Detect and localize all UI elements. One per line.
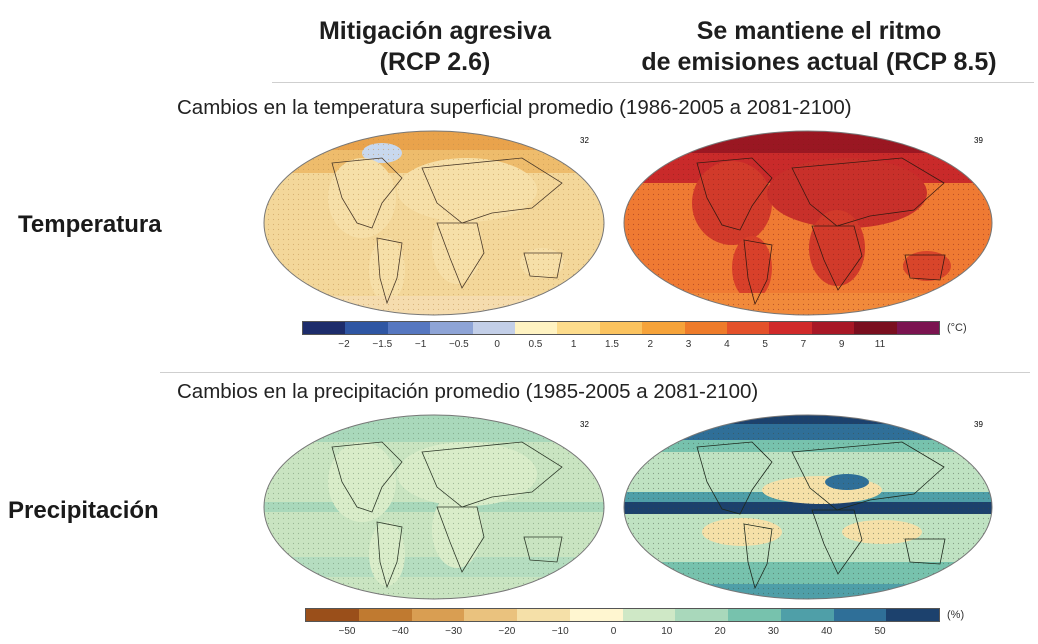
temperature-scale-swatch xyxy=(345,322,388,334)
temperature-scale-swatch xyxy=(387,322,431,334)
precipitation-scale-swatch xyxy=(886,609,939,621)
temperature-color-scale xyxy=(302,321,940,335)
temperature-scale-tick-label: 4 xyxy=(724,339,730,350)
precipitation-scale-swatch xyxy=(569,609,623,621)
precipitation-scale-swatch xyxy=(517,609,570,621)
temperature-scale-unit: (°C) xyxy=(947,322,967,334)
precipitation-scale-swatch xyxy=(675,609,728,621)
row-label-temperature: Temperatura xyxy=(18,211,162,238)
section-divider xyxy=(160,372,1030,373)
precipitation-scale-tick-label: 40 xyxy=(821,626,833,637)
column-title-rcp26-line2: (RCP 2.6) xyxy=(379,48,491,76)
precipitation-scale-swatch xyxy=(306,609,359,621)
precipitation-scale-tick-label: −10 xyxy=(551,626,569,637)
precipitation-map-rcp26-number: 32 xyxy=(580,420,589,429)
temperature-scale-swatch xyxy=(642,322,685,334)
precipitation-scale-tick-label: 20 xyxy=(714,626,726,637)
precipitation-scale-tick-label: 0 xyxy=(610,626,617,637)
precipitation-scale-tick-label: −50 xyxy=(338,626,356,637)
header-divider xyxy=(272,82,1034,83)
temperature-section-title: Cambios en la temperatura superficial pr… xyxy=(177,96,852,119)
precipitation-scale-tick-label: 10 xyxy=(661,626,673,637)
temperature-scale-swatch xyxy=(472,322,516,334)
temperature-scale-tick-label: 11 xyxy=(874,339,886,350)
temperature-scale-tick-label: 5 xyxy=(762,339,768,350)
precipitation-scale-swatch xyxy=(780,609,834,621)
precipitation-scale-tick-label: −20 xyxy=(498,626,516,637)
column-title-rcp85-line1: Se mantiene el ritmo xyxy=(696,17,942,45)
temperature-scale-tick-label: −1.5 xyxy=(372,339,393,350)
precipitation-scale-swatch xyxy=(411,609,465,621)
precipitation-section-title: Cambios en la precipitación promedio (19… xyxy=(177,380,759,403)
precipitation-scale-swatch xyxy=(622,609,676,621)
temperature-scale-swatch xyxy=(769,322,812,334)
precipitation-scale-tick-label: 50 xyxy=(874,626,886,637)
precipitation-map-rcp26: 32 xyxy=(263,414,605,600)
precipitation-scale-tick-label: −30 xyxy=(445,626,463,637)
temperature-scale-tick-label: 7 xyxy=(800,339,807,350)
temperature-scale-swatch xyxy=(811,322,855,334)
temperature-map-rcp26: 32 xyxy=(263,130,605,316)
precipitation-map-rcp85-number: 39 xyxy=(974,420,983,429)
temperature-scale-tick-label: −0.5 xyxy=(448,339,469,350)
column-title-rcp85-line2: de emisiones actual (RCP 8.5) xyxy=(641,48,997,76)
temperature-map-rcp85-number: 39 xyxy=(974,136,983,145)
temperature-scale-tick-label: 1 xyxy=(570,339,577,350)
temperature-map-rcp26-number: 32 xyxy=(580,136,589,145)
temperature-scale-tick-label: 2 xyxy=(647,339,654,350)
precipitation-scale-swatch xyxy=(728,609,781,621)
temperature-scale-swatch xyxy=(854,322,897,334)
temperature-scale-swatch xyxy=(430,322,473,334)
column-title-rcp85: Se mantiene el ritmo de emisiones actual… xyxy=(600,16,1038,78)
precipitation-scale-swatch xyxy=(464,609,517,621)
column-title-rcp26-line1: Mitigación agresiva xyxy=(318,17,552,45)
temperature-scale-swatch xyxy=(896,322,940,334)
temperature-scale-swatch xyxy=(515,322,558,334)
temperature-scale-tick-label: 0 xyxy=(494,339,500,350)
precipitation-scale-unit: (%) xyxy=(947,609,965,621)
temperature-scale-tick-label: 0.5 xyxy=(528,339,543,350)
row-label-precipitation: Precipitación xyxy=(8,497,159,524)
precipitation-scale-tick-label: 30 xyxy=(767,626,779,637)
precipitation-scale-swatch xyxy=(358,609,412,621)
temperature-map-rcp85: 39 xyxy=(623,130,993,316)
precipitation-map-rcp85: 39 xyxy=(623,414,993,600)
temperature-scale-swatch xyxy=(599,322,643,334)
temperature-scale-tick-label: −2 xyxy=(338,339,350,350)
temperature-scale-tick-label: 1.5 xyxy=(605,339,619,350)
temperature-scale-swatch xyxy=(557,322,600,334)
temperature-scale-tick-label: 9 xyxy=(838,339,845,350)
column-title-rcp26: Mitigación agresiva (RCP 2.6) xyxy=(270,16,600,78)
precipitation-scale-tick-label: −40 xyxy=(391,626,409,637)
temperature-scale-swatch xyxy=(727,322,770,334)
precipitation-scale-swatch xyxy=(833,609,887,621)
temperature-scale-tick-label: −1 xyxy=(414,339,427,350)
temperature-scale-swatch xyxy=(303,322,346,334)
precipitation-color-scale xyxy=(305,608,940,622)
temperature-scale-tick-label: 3 xyxy=(685,339,692,350)
temperature-scale-swatch xyxy=(684,322,728,334)
